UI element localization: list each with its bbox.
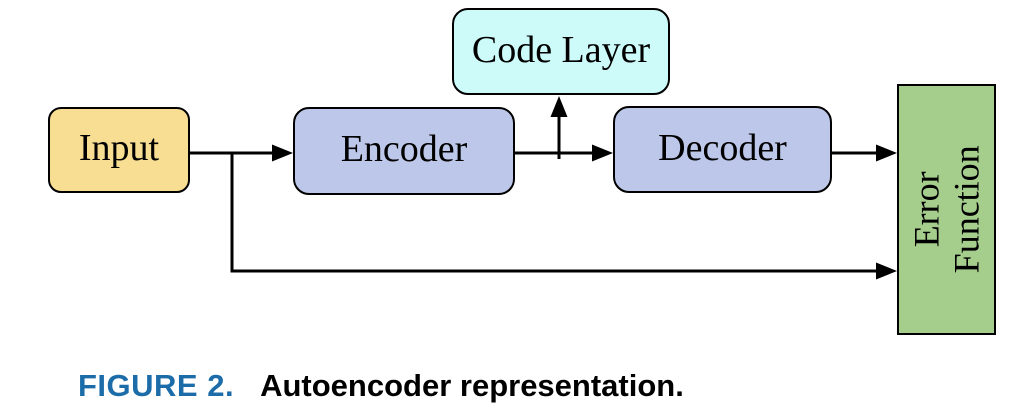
figure-caption-text: Autoencoder representation. (260, 368, 684, 403)
node-error-function-label: Error Function (906, 145, 987, 273)
figure-caption: FIGURE 2. Autoencoder representation. (78, 368, 684, 404)
error-label-line-1: Error (906, 171, 947, 248)
node-code-layer-label: Code Layer (471, 28, 651, 71)
node-error-function: Error Function (897, 84, 996, 335)
edge-input-branch-to-error (230, 153, 878, 273)
node-decoder-label: Decoder (658, 126, 787, 169)
arrowhead-into-code-layer (550, 96, 568, 117)
node-input-label: Input (78, 127, 160, 169)
arrowhead-into-error-bottom (876, 262, 897, 280)
error-label-line-2: Function (946, 145, 987, 274)
arrowhead-into-encoder (272, 144, 293, 162)
node-encoder-label: Encoder (340, 128, 468, 170)
node-input: Input (48, 107, 190, 193)
arrowhead-into-decoder (592, 144, 613, 162)
node-decoder: Decoder (613, 106, 832, 193)
arrowhead-into-error-top (876, 144, 897, 162)
node-code-layer: Code Layer (452, 8, 670, 95)
node-encoder: Encoder (293, 107, 515, 195)
figure-caption-number: FIGURE 2. (78, 368, 235, 403)
